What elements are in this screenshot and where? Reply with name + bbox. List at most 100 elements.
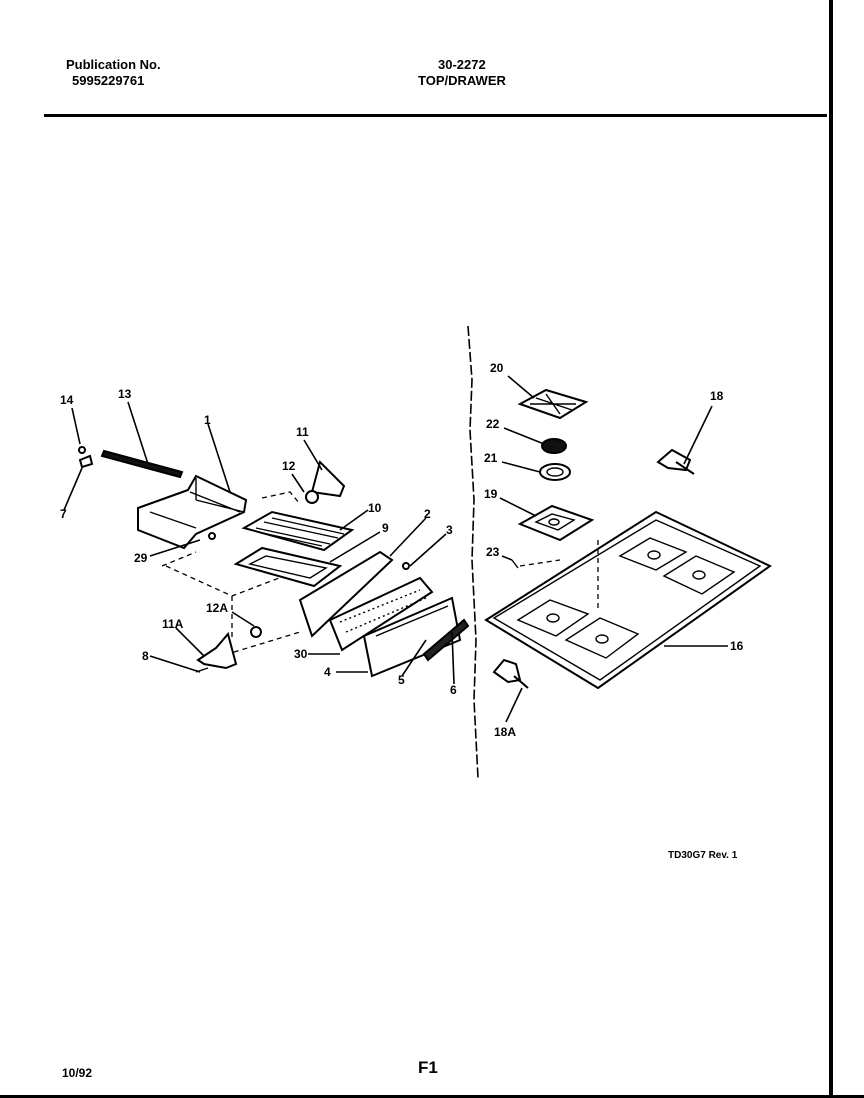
burner-hole-2 [692, 570, 706, 580]
section-title: TOP/DRAWER [418, 73, 506, 88]
part-1-detail [149, 478, 245, 529]
part-16-cooktop [484, 510, 772, 690]
leader-18a [505, 687, 523, 723]
leader-29 [149, 539, 201, 557]
part-12-clip [305, 490, 319, 504]
leader-9 [329, 531, 381, 563]
leader-13 [127, 401, 149, 465]
callout-4: 4 [324, 665, 331, 679]
model-code: 30-2272 [438, 57, 486, 72]
part-20-grate-bars [530, 393, 576, 415]
part-19-bowl-center [548, 518, 560, 526]
leader-8 [149, 655, 201, 673]
burner-hole-1 [647, 550, 661, 560]
leader-23 [501, 555, 513, 561]
part-18-pin [675, 461, 695, 475]
callout-7: 7 [60, 507, 67, 521]
part-7-clip [78, 454, 94, 469]
cooktop-burner-recess-front-right [564, 617, 640, 659]
part-18a-pin [513, 675, 529, 689]
leader-11a [175, 627, 205, 657]
callout-13: 13 [118, 387, 132, 401]
burner-hole-3 [546, 613, 560, 623]
part-19-bowl-inner [534, 513, 576, 531]
part-2-drawer-panel [298, 550, 394, 638]
part-4-detail [375, 605, 449, 637]
footer-date: 10/92 [62, 1066, 93, 1080]
callout-23: 23 [486, 545, 500, 559]
callout-29: 29 [134, 551, 148, 565]
part-10-grid-bars [255, 517, 345, 547]
callout-9: 9 [382, 521, 389, 535]
callout-8: 8 [142, 649, 149, 663]
part-21-ring-hole [546, 467, 564, 477]
part-16-cooktop-rim [492, 519, 762, 681]
leader-10 [339, 509, 369, 531]
callout-3: 3 [446, 523, 453, 537]
callout-6: 6 [450, 683, 457, 697]
part-4-drawer-front [362, 596, 462, 678]
leader-1 [207, 423, 231, 493]
callout-2: 2 [424, 507, 431, 521]
callout-21: 21 [484, 451, 498, 465]
callout-18a: 18A [494, 725, 516, 739]
publication-number: 5995229761 [72, 73, 145, 88]
drawing-code: TD30G7 Rev. 1 [668, 850, 738, 861]
part-1-broiler-pan [137, 474, 248, 550]
leader-7 [63, 467, 83, 511]
part-11-bracket [310, 460, 346, 498]
callout-12: 12 [282, 459, 296, 473]
part-6-handle [422, 618, 470, 662]
cooktop-burner-recess-rear-right [662, 555, 736, 595]
burner-hole-4 [595, 634, 609, 644]
callout-30: 30 [294, 647, 308, 661]
callout-5: 5 [398, 673, 405, 687]
assembly-guide-lines [161, 491, 301, 661]
callout-18: 18 [710, 389, 724, 403]
leader-3 [409, 533, 447, 567]
cooktop-guide-lines [519, 540, 599, 610]
leader-14 [71, 407, 81, 445]
callout-11: 11 [296, 425, 309, 439]
callout-20: 20 [490, 361, 504, 375]
callout-22: 22 [486, 417, 500, 431]
header-rule [44, 114, 827, 117]
group-divider-line [467, 325, 479, 779]
part-3-screw [402, 562, 410, 570]
footer-page-number: F1 [418, 1058, 438, 1077]
leader-5 [401, 639, 427, 677]
callout-14: 14 [60, 393, 74, 407]
leader-11 [303, 439, 323, 471]
cooktop-burner-recess-front-left [516, 599, 590, 637]
callout-12a: 12A [206, 601, 228, 615]
part-29-screw [208, 532, 216, 540]
part-23-screw [511, 559, 519, 569]
callout-1: 1 [204, 413, 211, 427]
part-21-burner-ring [539, 463, 571, 481]
part-11a-bracket [196, 631, 238, 670]
leader-21 [501, 461, 541, 473]
leader-22 [503, 427, 545, 445]
callout-19: 19 [484, 487, 498, 501]
part-18a-hinge [492, 658, 522, 684]
part-9-frame-inner [247, 555, 328, 579]
leader-20 [507, 375, 535, 399]
leader-19 [499, 497, 537, 517]
part-22-burner-cap [541, 438, 567, 454]
part-10-broiler-grid [241, 510, 355, 552]
callout-16: 16 [730, 639, 744, 653]
part-14-screw [78, 446, 86, 454]
leader-18 [683, 405, 713, 465]
part-30-texture [339, 589, 427, 633]
leader-6 [451, 631, 455, 685]
callout-11a: 11A [162, 617, 184, 631]
page-border-bottom [0, 1095, 864, 1098]
publication-label: Publication No. [66, 57, 161, 72]
leader-12 [291, 473, 305, 493]
page-border-right [829, 0, 833, 1098]
part-12a-clip [250, 626, 262, 638]
part-13-rail [100, 449, 184, 479]
callout-10: 10 [368, 501, 382, 515]
